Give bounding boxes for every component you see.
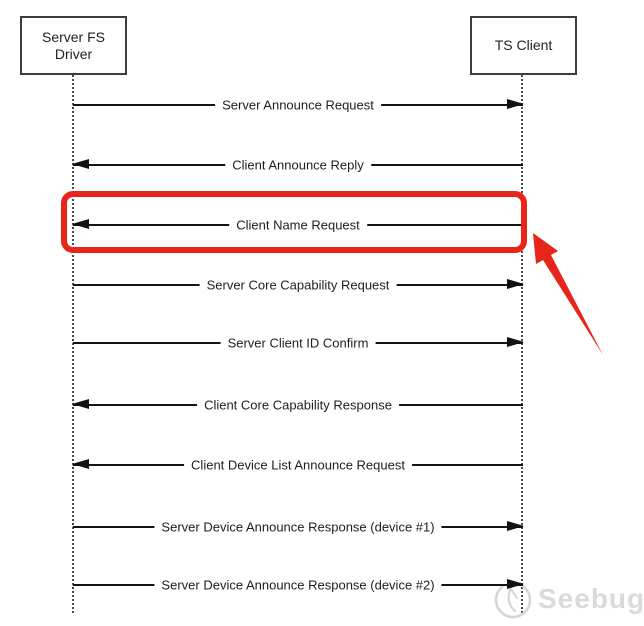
message-label: Server Device Announce Response (device … — [154, 519, 442, 535]
actor-server-fs-driver: Server FS Driver — [20, 16, 127, 75]
arrow-right-icon — [507, 521, 524, 531]
message-label: Server Client ID Confirm — [220, 335, 376, 351]
message-label: Server Core Capability Request — [199, 277, 397, 293]
watermark-text: Seebug — [538, 583, 644, 614]
actor-label-line: Driver — [54, 45, 93, 62]
message-label: Client Announce Reply — [225, 157, 371, 173]
arrow-left-icon — [72, 399, 89, 409]
arrow-right-icon — [507, 279, 524, 289]
arrow-right-icon — [507, 579, 524, 589]
message-label: Server Device Announce Response (device … — [154, 577, 442, 593]
message-label: Client Name Request — [229, 217, 367, 233]
message-label: Client Device List Announce Request — [184, 457, 412, 473]
message-label: Client Core Capability Response — [197, 397, 399, 413]
arrow-left-icon — [72, 159, 89, 169]
message-label: Server Announce Request — [215, 97, 381, 113]
actor-label-line: TS Client — [494, 37, 553, 53]
arrow-right-icon — [507, 99, 524, 109]
arrow-right-icon — [507, 337, 524, 347]
watermark: Seebug — [490, 577, 644, 621]
arrow-left-icon — [72, 219, 89, 229]
actor-ts-client: TS Client — [470, 16, 577, 75]
lifeline-server-fs-driver — [72, 75, 74, 613]
actor-label-line: Server FS — [41, 28, 105, 45]
arrow-left-icon — [72, 459, 89, 469]
